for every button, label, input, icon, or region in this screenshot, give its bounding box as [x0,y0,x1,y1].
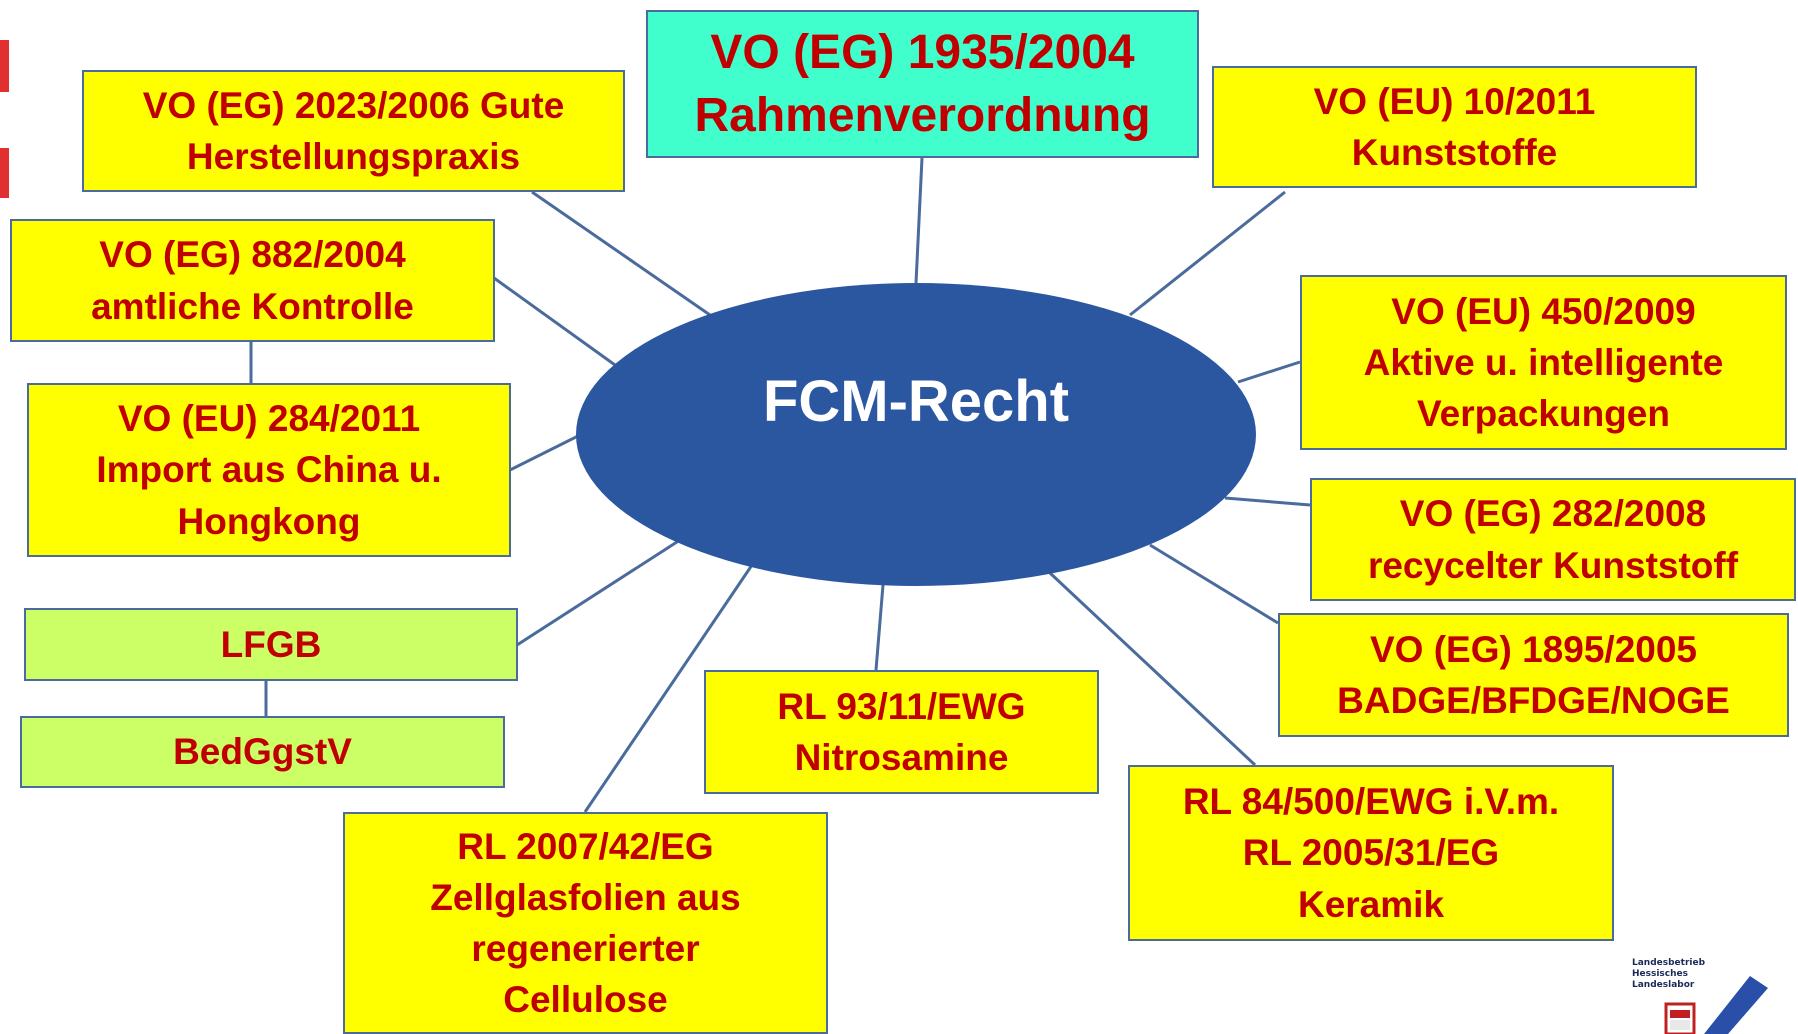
logo-line: Landesbetrieb [1632,958,1706,968]
node-import-china: VO (EU) 284/2011 Import aus China u. Hon… [27,383,511,557]
connector-kontrolle [493,276,616,367]
node-line: VO (EG) 882/2004 [99,234,406,276]
node-line: Nitrosamine [794,737,1009,778]
node-line: RL 2005/31/EG [1242,832,1500,874]
node-line: amtliche Kontrolle [91,285,414,327]
node-aktive-verpackungen: VO (EU) 450/2009 Aktive u. intelligente … [1300,275,1787,450]
red-margin-mark [0,40,9,92]
red-margin-mark [0,148,9,198]
node-line: VO (EU) 450/2009 [1391,290,1696,332]
node-recycelter-kunststoff: VO (EG) 282/2008 recycelter Kunststoff [1310,478,1796,601]
node-kunststoffe: VO (EU) 10/2011 Kunststoffe [1212,66,1697,188]
node-line: VO (EU) 284/2011 [117,398,421,440]
node-bedggstv: BedGgstV [20,716,505,788]
node-line: Kunststoffe [1351,132,1558,173]
node-line: recycelter Kunststoff [1367,544,1739,586]
connector-nitro [874,584,885,671]
connector-kunst [1129,190,1286,317]
node-amtliche-kontrolle: VO (EG) 882/2004 amtliche Kontrolle [10,219,495,342]
node-line: BedGgstV [173,731,352,773]
node-rahmenverordnung: VO (EG) 1935/2004 Rahmenverordnung [646,10,1199,158]
connector-recycling [1224,496,1311,507]
connector-lfgb [516,538,681,647]
connector-gmp [531,190,711,317]
node-line: VO (EG) 2023/2006 Gute [142,84,565,126]
node-line: Aktive u. intelligente [1363,341,1724,383]
node-line: Rahmenverordnung [694,89,1151,142]
connector-keramik [1048,571,1257,767]
node-lfgb: LFGB [24,608,518,681]
node-line: Keramik [1297,883,1445,925]
landeslabor-logo: Landesbetrieb Hessisches Landeslabor [1632,958,1782,1034]
node-line: Cellulose [503,979,668,1021]
node-line: VO (EG) 1895/2005 [1369,628,1698,670]
node-line: RL 93/11/EWG [777,685,1026,727]
node-line: Zellglasfolien aus [430,876,741,918]
node-line: VO (EG) 282/2008 [1399,493,1707,535]
node-line: Hongkong [177,500,361,542]
node-line: Herstellungspraxis [186,136,521,177]
node-line: RL 84/500/EWG i.V.m. [1182,781,1560,823]
node-line: Verpackungen [1417,393,1670,435]
node-keramik: RL 84/500/EWG i.V.m. RL 2005/31/EG Keram… [1128,765,1614,941]
node-line: Import aus China u. [96,449,442,491]
node-line: RL 2007/42/EG [457,825,714,867]
connector-rahmen [914,157,924,284]
center-node: FCM-Recht [576,283,1256,586]
node-badge: VO (EG) 1895/2005 BADGE/BFDGE/NOGE [1278,613,1789,737]
node-line: BADGE/BFDGE/NOGE [1337,680,1730,721]
connector-import [509,433,581,472]
logo-line: Landeslabor [1632,980,1695,990]
connector-aktiv [1237,360,1301,384]
node-line: regenerierter [471,928,700,969]
logo-text: Landesbetrieb Hessisches Landeslabor [1632,958,1705,991]
connector-badge [1149,543,1279,625]
node-line: VO (EU) 10/2011 [1313,80,1596,122]
node-line: VO (EG) 1935/2004 [710,25,1135,79]
logo-line: Hessisches [1632,969,1688,979]
center-label: FCM-Recht [762,369,1070,434]
node-line: LFGB [220,623,322,665]
logo-emblem-icon [1664,976,1768,1034]
connector-zellglas [583,564,754,813]
node-zellglasfolien: RL 2007/42/EG Zellglasfolien aus regener… [343,812,828,1034]
node-nitrosamine: RL 93/11/EWG Nitrosamine [704,670,1099,794]
node-gute-herstellungspraxis: VO (EG) 2023/2006 Gute Herstellungspraxi… [82,70,625,192]
